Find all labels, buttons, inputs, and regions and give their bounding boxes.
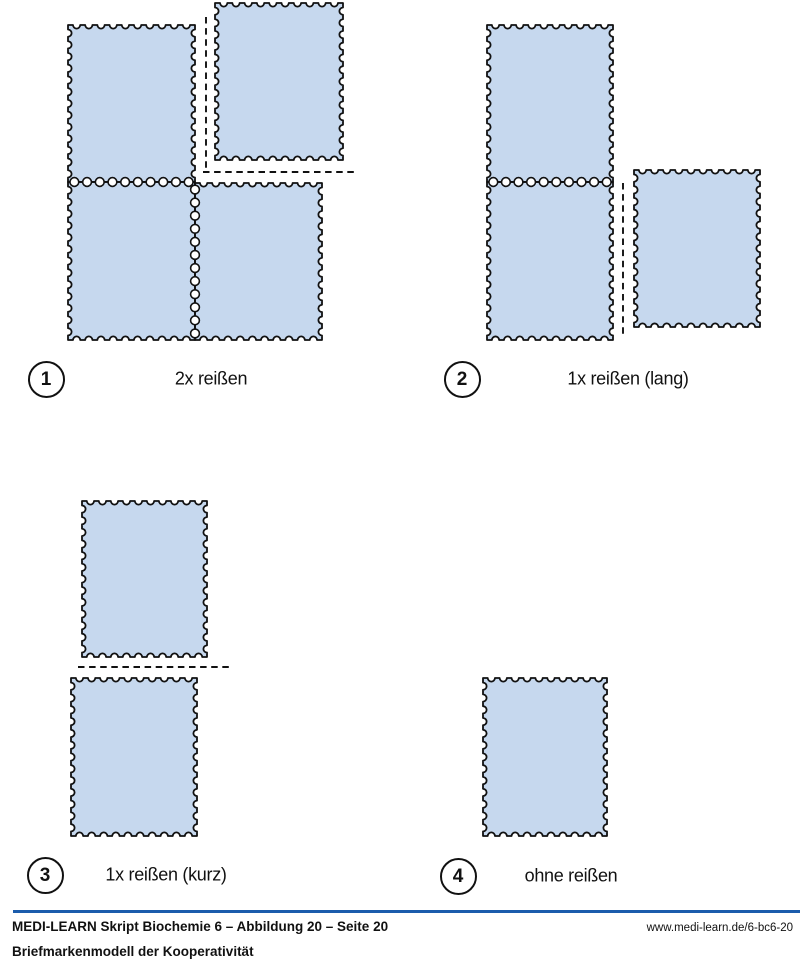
stamp (486, 24, 614, 183)
stamp (214, 2, 344, 161)
perforation-hole (500, 176, 512, 188)
perforation-hole (189, 223, 201, 234)
perforation-hole (488, 176, 499, 188)
panel-label: ohne reißen (524, 865, 618, 886)
perforation-hole (69, 176, 80, 188)
panel-label: 2x reißen (174, 368, 248, 389)
panel-3 (70, 500, 233, 837)
perforation-hole (189, 249, 201, 261)
perforation-hole (145, 176, 156, 188)
stamp (482, 677, 608, 837)
perforation-hole (601, 176, 612, 188)
perforation-hole (538, 176, 549, 188)
perforation-hole (189, 262, 201, 274)
stamp (70, 677, 198, 837)
panel-number: 4 (452, 865, 464, 887)
stamp (81, 500, 208, 658)
perforation-hole (132, 176, 144, 188)
perforation-hole (107, 176, 118, 188)
panel-2 (486, 24, 761, 341)
panel-label: 1x reißen (kurz) (105, 864, 227, 885)
perforation-hole (563, 176, 575, 188)
stamp (486, 181, 614, 341)
panel-1 (67, 2, 355, 341)
perforation-hole (588, 176, 600, 188)
panel-number: 2 (456, 368, 468, 390)
panel-number-badge: 1 (27, 360, 65, 398)
perforation-hole (189, 328, 201, 339)
stamp (633, 169, 761, 328)
perforation-hole (189, 302, 201, 313)
perforation-hole (94, 176, 105, 188)
perforation-hole (189, 289, 201, 300)
stamp (67, 181, 196, 341)
perforation-hole (158, 176, 169, 188)
perforation-hole (119, 176, 131, 188)
perforation-hole (551, 176, 562, 188)
perforation-hole (189, 184, 201, 195)
panel-number-badge: 3 (26, 856, 64, 894)
footer-rule (13, 910, 800, 913)
perforation-hole (183, 176, 194, 188)
footer-title: MEDI-LEARN Skript Biochemie 6 – Abbildun… (12, 919, 389, 934)
perforation-hole (81, 176, 93, 188)
panel-4 (482, 677, 608, 837)
perforation-hole (576, 176, 587, 188)
perforation-hole (189, 210, 201, 221)
panel-number-badge: 4 (439, 857, 477, 895)
footer-url: www.medi-learn.de/6-bc6-20 (646, 922, 793, 934)
perforation-hole (170, 176, 182, 188)
stamp (194, 182, 323, 341)
perforation-hole (189, 236, 201, 248)
footer-subtitle: Briefmarkenmodell der Kooperativität (12, 944, 254, 959)
perforation-hole (189, 197, 201, 208)
panel-number-badge: 2 (443, 360, 481, 398)
stamp (67, 24, 196, 183)
panel-number: 1 (40, 368, 52, 390)
perforation-hole (513, 176, 524, 188)
perforation-hole (189, 315, 201, 326)
panel-number: 3 (39, 864, 51, 886)
panel-label: 1x reißen (lang) (567, 368, 689, 389)
perforation-hole (189, 275, 201, 287)
perforation-hole (525, 176, 537, 188)
